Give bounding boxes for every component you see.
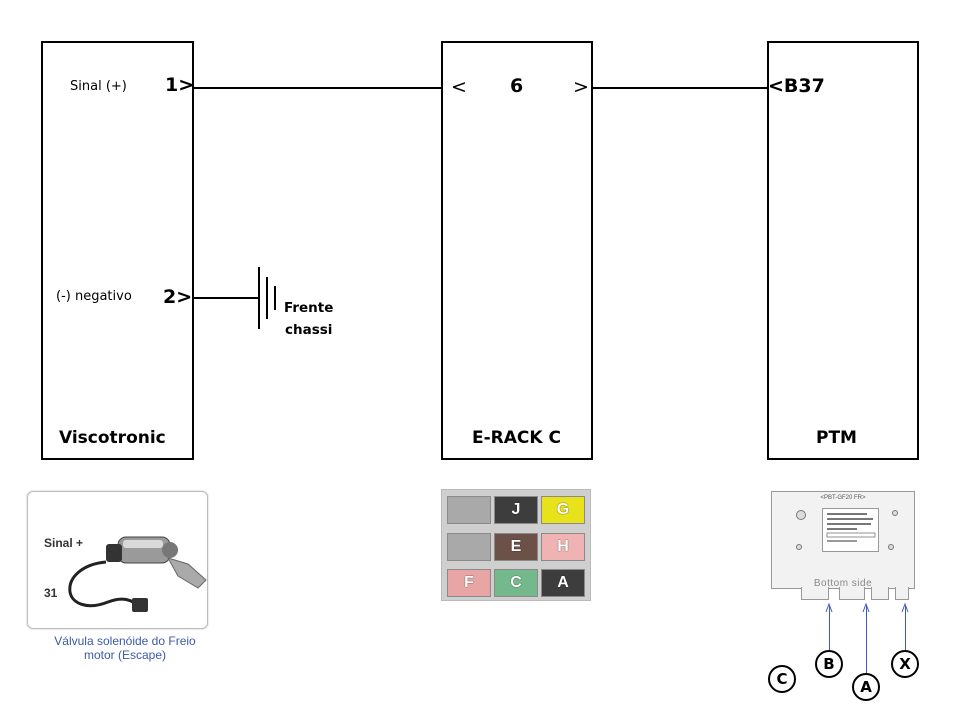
ptm-block: [767, 41, 919, 460]
arrow-b: [829, 606, 830, 652]
ground-label-line2: chassi: [285, 322, 333, 338]
wire-visco-to-erack: [194, 87, 441, 89]
connector-label: A: [557, 574, 569, 591]
arrow-x: [905, 606, 906, 652]
pin-2-label: 2>: [163, 286, 193, 308]
solenoid-valve-icon: [68, 536, 207, 612]
ptm-pin-b37: <B37: [768, 75, 825, 97]
wire-erack-to-ptm: [593, 87, 767, 89]
ptm-bottom-side-text: Bottom side: [813, 578, 873, 589]
ptm-connector-tabs: [771, 587, 913, 607]
ptm-module-body: <PBT-GF20 FR> Bottom side: [771, 491, 915, 589]
pin-1-label: 1>: [165, 74, 195, 96]
arrow-a: [866, 606, 867, 674]
ptm-module-photo: <PBT-GF20 FR> Bottom side: [768, 489, 918, 613]
ptm-title: PTM: [816, 428, 857, 448]
viscotronic-block: [41, 41, 194, 460]
mount-hole-icon: [888, 544, 894, 550]
connector-label: G: [556, 501, 570, 518]
connector-empty: [447, 496, 491, 524]
photo-caption: Válvula solenóide do Freio motor (Escape…: [54, 634, 196, 662]
signal-plus-label: Sinal (+): [70, 79, 127, 94]
connector-label: C: [510, 574, 522, 591]
erack-pin-number: 6: [510, 75, 524, 97]
erack-pin-right: >: [573, 76, 589, 98]
pin-b-circle: B: [815, 650, 843, 678]
ground-label: Frente chassi: [284, 297, 333, 341]
connector-j: J: [494, 496, 538, 524]
negative-label: (-) negativo: [56, 289, 132, 304]
connector-label: J: [511, 501, 521, 518]
pin-c-circle: C: [768, 665, 796, 693]
erack-block: [441, 41, 593, 460]
erack-connector-photo: J G E H F C A: [441, 489, 591, 601]
connector-g: G: [541, 496, 585, 524]
viscotronic-photo: Sinal + 31: [27, 491, 208, 629]
mount-hole-icon: [796, 510, 806, 520]
erack-title: E-RACK C: [472, 428, 561, 448]
connector-a: A: [541, 569, 585, 597]
connector-label: H: [557, 538, 569, 555]
ptm-sticker: [822, 508, 879, 552]
photo-signal-label: Sinal +: [44, 536, 84, 550]
connector-label: F: [464, 574, 474, 591]
erack-pin-left: <: [451, 76, 467, 98]
photo-31-label: 31: [44, 586, 58, 600]
connector-h: H: [541, 533, 585, 561]
connector-e: E: [494, 533, 538, 561]
pin-a-circle: A: [852, 673, 880, 701]
pin-x-circle: X: [891, 650, 919, 678]
ground-label-line1: Frente: [284, 300, 334, 316]
connector-f: F: [447, 569, 491, 597]
connector-c: C: [494, 569, 538, 597]
connector-label: E: [510, 538, 522, 555]
wire-ground: [194, 297, 258, 299]
mount-hole-icon: [796, 544, 802, 550]
mount-hole-icon: [892, 510, 898, 516]
ptm-part-title: <PBT-GF20 FR>: [820, 495, 866, 501]
viscotronic-title: Viscotronic: [59, 428, 166, 448]
connector-empty: [447, 533, 491, 561]
